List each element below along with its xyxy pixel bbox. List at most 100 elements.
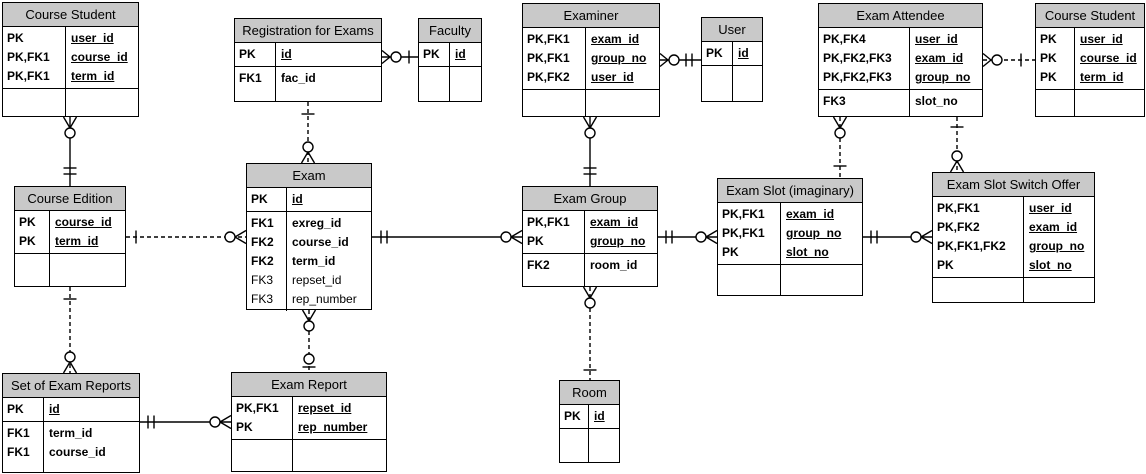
cardinality-zero-circle [910, 231, 922, 243]
entity-table-exam_attendee[interactable]: Exam Attendee PK,FK4 user_id PK,FK2,FK3 … [818, 3, 983, 117]
key-designation: FK2 [251, 235, 274, 249]
key-designation: PK [7, 402, 24, 416]
attribute-name: exam_id [591, 32, 640, 46]
attributes-section [15, 254, 125, 286]
crow-foot-many-symbol [920, 229, 933, 238]
entity-table-examiner[interactable]: Examiner PK,FK1 exam_id PK,FK1 group_no … [522, 3, 660, 117]
entity-title: Examiner [523, 4, 659, 28]
attribute-row: FK3 slot_no [819, 92, 982, 111]
attribute-row: PK id [235, 45, 381, 64]
attributes-section [1036, 90, 1144, 116]
key-designation: PK,FK1 [7, 50, 50, 64]
cardinality-zero-circle [209, 416, 221, 428]
attribute-row: PK,FK1 group_no [718, 224, 862, 243]
crow-foot-many-symbol [381, 56, 391, 65]
key-designation: PK [236, 420, 253, 434]
entity-table-room[interactable]: Room PK id [559, 380, 620, 463]
crow-foot-many-symbol [589, 116, 598, 129]
crow-foot-many-symbol [381, 49, 391, 58]
entity-title: Room [560, 381, 619, 405]
crow-foot-many-symbol [62, 361, 71, 374]
attribute-name: rep_number [298, 420, 368, 434]
entity-table-exam[interactable]: Exam PK id FK1 exreg_id FK2 course_id FK… [246, 163, 372, 311]
entity-table-exam_group[interactable]: Exam Group PK,FK1 exam_id PK group_no FK… [522, 186, 658, 287]
entity-table-faculty[interactable]: Faculty PK id [418, 18, 482, 102]
crow-foot-many-symbol [705, 236, 718, 245]
entity-table-user[interactable]: User PK id [701, 17, 763, 102]
entity-table-registration_for_exams[interactable]: Registration for Exams PK id FK1 fac_id [234, 18, 382, 102]
key-designation: PK [706, 46, 723, 60]
attribute-name: group_no [786, 226, 842, 240]
crow-foot-many-symbol [62, 116, 71, 129]
key-designation: PK [19, 215, 36, 229]
attributes-section [718, 265, 862, 295]
key-designation: PK,FK1 [7, 69, 50, 83]
attribute-row: FK1 course_id [3, 443, 139, 462]
entity-title: Faculty [419, 19, 481, 43]
key-designation: PK,FK1 [722, 207, 765, 221]
primary-key-section: PK user_id PK course_id PK term_id [1036, 28, 1144, 90]
attribute-row: FK1 term_id [3, 424, 139, 443]
entity-table-course_edition[interactable]: Course Edition PK course_id PK term_id [14, 186, 126, 287]
attribute-row: PK rep_number [232, 418, 386, 437]
attribute-name: slot_no [786, 245, 829, 259]
entity-table-set_of_exam_reports[interactable]: Set of Exam Reports PK id FK1 term_id FK… [2, 373, 140, 473]
attribute-row: FK2 room_id [523, 256, 657, 275]
attribute-row: PK term_id [1036, 68, 1144, 87]
primary-key-section: PK id [702, 42, 762, 66]
primary-key-section: PK,FK1 exam_id PK,FK1 group_no PK slot_n… [718, 203, 862, 265]
entity-title: Registration for Exams [235, 19, 381, 43]
attribute-row: FK2 term_id [247, 252, 371, 271]
crow-foot-many-symbol [300, 151, 309, 164]
attribute-name: room_id [590, 258, 638, 272]
attributes-section: FK1 term_id FK1 course_id [3, 422, 139, 472]
attributes-section [232, 440, 386, 471]
attributes-section: FK1 exreg_id FK2 course_id FK2 term_id F… [247, 212, 371, 311]
entity-table-exam_slot_switch_offer[interactable]: Exam Slot Switch Offer PK,FK1 user_id PK… [932, 172, 1095, 303]
attribute-name: id [455, 47, 466, 61]
entity-table-exam_report[interactable]: Exam Report PK,FK1 repset_id PK rep_numb… [231, 372, 387, 472]
key-designation: PK,FK2,FK3 [823, 51, 892, 65]
attribute-row: PK,FK4 user_id [819, 30, 982, 49]
primary-key-section: PK,FK1 exam_id PK group_no [523, 211, 657, 254]
attribute-row: FK3 rep_number [247, 290, 371, 309]
cardinality-zero-circle [302, 141, 314, 153]
attribute-row: PK id [560, 407, 619, 426]
cardinality-zero-circle [500, 231, 512, 243]
crow-foot-many-symbol [582, 286, 591, 299]
crow-foot-many-symbol [982, 52, 992, 61]
key-designation: PK,FK1 [527, 32, 570, 46]
cardinality-zero-circle [303, 320, 315, 332]
entity-table-course_student_right[interactable]: Course Student PK user_id PK course_id P… [1035, 3, 1145, 117]
entity-title: Exam [247, 164, 371, 188]
crow-foot-many-symbol [832, 116, 841, 129]
entity-table-course_student_left[interactable]: Course Student PK user_id PK,FK1 course_… [2, 2, 139, 117]
attribute-row: FK1 fac_id [235, 69, 381, 88]
attributes-section [523, 90, 659, 116]
crow-foot-many-symbol [589, 286, 598, 299]
entity-title: Course Student [1036, 4, 1144, 28]
primary-key-section: PK id [419, 43, 481, 67]
entity-table-exam_slot[interactable]: Exam Slot (imaginary) PK,FK1 exam_id PK,… [717, 178, 863, 296]
attribute-row: PK,FK1 exam_id [523, 213, 657, 232]
attributes-section [419, 67, 481, 101]
attributes-section [3, 89, 138, 116]
key-designation: PK [564, 409, 581, 423]
crow-foot-many-symbol [69, 361, 78, 374]
attribute-row: PK id [419, 45, 481, 64]
attribute-name: exreg_id [292, 216, 342, 230]
attribute-row: PK,FK1 group_no [523, 49, 659, 68]
attribute-name: user_id [915, 32, 958, 46]
attribute-row: PK,FK1,FK2 group_no [933, 237, 1094, 256]
key-designation: PK [722, 245, 739, 259]
entity-title: Exam Slot (imaginary) [718, 179, 862, 203]
attribute-name: user_id [1029, 201, 1072, 215]
attribute-row: FK3 repset_id [247, 271, 371, 290]
crow-foot-many-symbol [219, 414, 232, 423]
attribute-row: PK user_id [3, 29, 138, 48]
primary-key-section: PK id [3, 398, 139, 422]
attribute-name: term_id [71, 69, 115, 83]
key-designation: PK [1040, 32, 1057, 46]
crow-foot-many-symbol [510, 229, 523, 238]
